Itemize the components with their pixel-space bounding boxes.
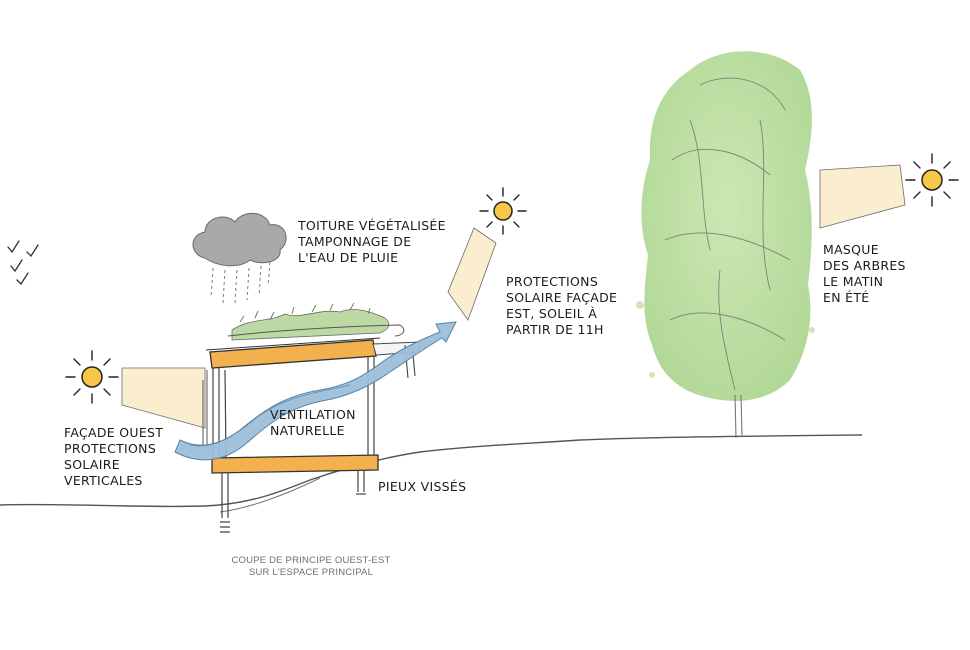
label-line: LE MATIN <box>823 274 884 289</box>
tree-foliage <box>641 51 812 401</box>
label-tree-mask: MASQUE DES ARBRES LE MATIN EN ÉTÉ <box>823 242 906 306</box>
label-west-facade: FAÇADE OUEST PROTECTIONS SOLAIRE VERTICA… <box>64 425 163 489</box>
label-line: PROTECTIONS <box>64 441 157 456</box>
label-line: SOLAIRE <box>64 457 120 472</box>
label-line: TOITURE VÉGÉTALISÉE <box>298 218 446 233</box>
label-line: MASQUE <box>823 242 879 257</box>
label-line: SOLAIRE FAÇADE <box>506 290 618 305</box>
label-ventilation: VENTILATION NATURELLE <box>270 407 356 439</box>
label-line: FAÇADE OUEST <box>64 425 164 440</box>
roof-slab <box>205 337 381 369</box>
label-east-protection: PROTECTIONS SOLAIRE FAÇADE EST, SOLEIL À… <box>506 274 617 338</box>
label-line: VENTILATION <box>270 407 356 422</box>
label-line: EST, SOLEIL À <box>506 306 598 321</box>
ground-line-secondary <box>219 477 321 513</box>
label-line: PARTIR DE 11H <box>506 322 604 337</box>
label-screw-piles: PIEUX VISSÉS <box>378 479 466 495</box>
label-line: L'EAU DE PLUIE <box>298 250 399 265</box>
caption-line: COUPE DE PRINCIPE OUEST-EST <box>231 555 391 566</box>
sun-icon <box>479 187 527 235</box>
airflow-arrow-icon <box>174 321 457 461</box>
sun-icon <box>65 350 119 404</box>
label-line: NATURELLE <box>270 423 345 438</box>
label-line: VERTICALES <box>64 473 143 488</box>
label-line: EN ÉTÉ <box>823 290 870 305</box>
screw-piles <box>220 470 366 533</box>
label-line: TAMPONNAGE DE <box>298 234 412 249</box>
caption-line: SUR L'ESPACE PRINCIPAL <box>248 567 374 578</box>
ground-line <box>0 434 863 508</box>
checkmark-icon <box>7 240 39 286</box>
green-roof <box>231 309 390 341</box>
west-vertical-louvers <box>202 370 208 450</box>
label-line: DES ARBRES <box>823 258 906 273</box>
sunlight-beam-right <box>819 164 906 229</box>
sun-icon <box>905 153 959 207</box>
sunlight-beam-east <box>447 227 497 321</box>
tree-icon <box>636 51 815 439</box>
label-green-roof: TOITURE VÉGÉTALISÉE TAMPONNAGE DE L'EAU … <box>298 218 446 266</box>
diagram-caption: COUPE DE PRINCIPE OUEST-EST SUR L'ESPACE… <box>226 555 396 579</box>
sunlight-beam-west <box>121 367 206 429</box>
label-line: PIEUX VISSÉS <box>378 479 467 494</box>
floor-slab <box>211 454 379 474</box>
label-line: PROTECTIONS <box>506 274 599 289</box>
rain-cloud-icon <box>192 212 287 304</box>
